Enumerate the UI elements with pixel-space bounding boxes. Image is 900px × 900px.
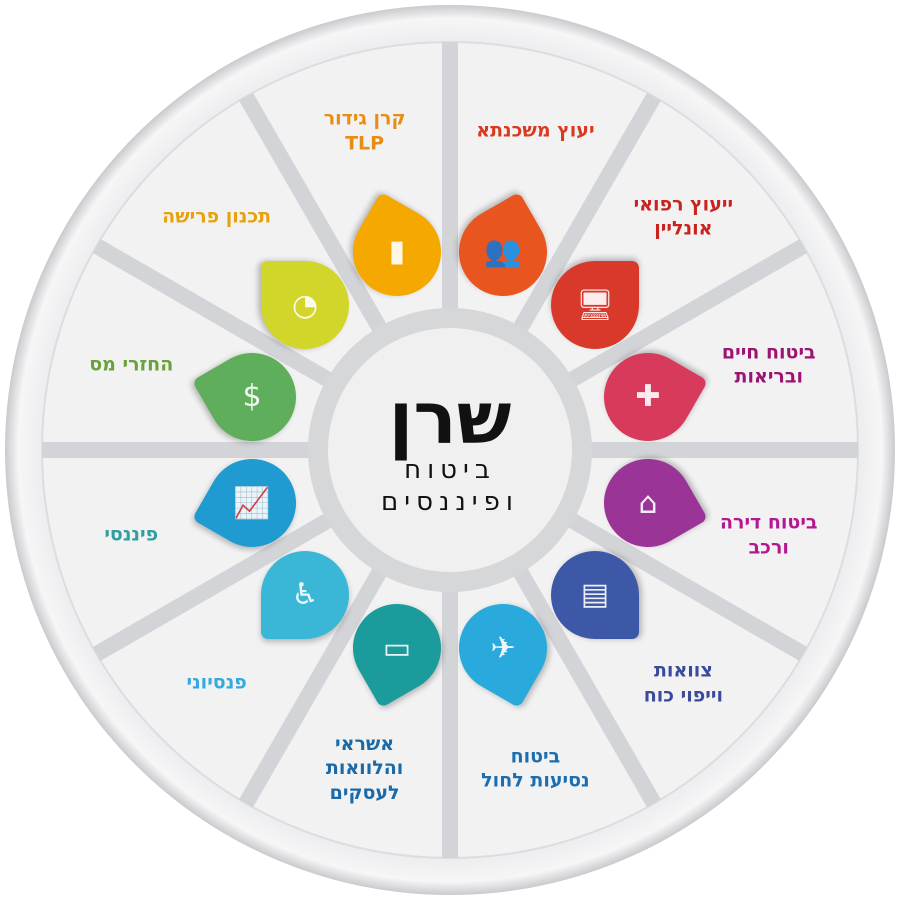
service-label-line: ביטוח דירה xyxy=(719,511,818,534)
spoke xyxy=(567,513,808,661)
service-drop[interactable] xyxy=(261,550,350,639)
gauge-icon: ◔ xyxy=(291,287,319,323)
rocking-chair-icon: ♿ xyxy=(291,577,319,613)
service-label[interactable]: פיננסי xyxy=(46,523,216,548)
service-label-line: פנסיוני xyxy=(186,672,247,694)
service-label-line: וייפוי כוח xyxy=(643,684,723,707)
service-label-line: קרן גידור xyxy=(323,107,406,130)
spoke xyxy=(92,513,333,661)
service-label-line: TLP xyxy=(345,132,385,155)
spoke xyxy=(513,92,661,333)
hub-face xyxy=(328,328,572,572)
house-icon: ⌂ xyxy=(638,485,658,521)
service-label-line: פיננסי xyxy=(104,524,159,547)
service-label-line: ביטוח חיים xyxy=(721,340,816,363)
service-label-line: צוואות xyxy=(653,659,713,682)
spoke xyxy=(567,239,808,387)
service-label[interactable]: יעוץ משכנתא xyxy=(450,119,620,144)
service-label-line: ורכב xyxy=(748,536,789,559)
brand-logo: שרן ביטוח ופיננסים xyxy=(330,330,570,570)
service-label-line: החזרי מס xyxy=(89,353,174,376)
spoke xyxy=(239,92,387,333)
growth-chart-icon: 📈 xyxy=(233,485,271,521)
document-icon: ▤ xyxy=(580,577,610,613)
spokes xyxy=(42,42,858,858)
service-label[interactable]: תכנון פרישה xyxy=(132,204,302,229)
service-label-line: יעוץ משכנתא xyxy=(476,119,595,142)
service-label-line: והלוואות xyxy=(325,757,404,780)
logo-line1: ביטוח xyxy=(404,454,496,485)
service-label-line: לעסקים xyxy=(329,782,400,805)
service-label[interactable]: החזרי מס xyxy=(46,352,216,377)
medical-monitor-icon: 🖥 xyxy=(575,287,614,323)
service-label-line: תכנון פרישה xyxy=(162,205,272,228)
spoke xyxy=(239,567,387,808)
logo-line2: ופיננסים xyxy=(381,487,519,517)
health-cross-icon: ✚ xyxy=(635,379,661,415)
service-label-line: אונליין xyxy=(654,217,713,240)
bar-chart-icon: ▮ xyxy=(388,234,406,270)
service-label-line: ביטוח xyxy=(510,745,561,768)
service-label-line: אשראי xyxy=(335,732,395,755)
service-label-line: נסיעות לחול xyxy=(481,769,590,792)
credit-card-icon: ▭ xyxy=(382,630,412,666)
logo-name: שרן xyxy=(388,375,512,460)
spoke xyxy=(513,567,661,808)
meeting-icon: 👥 xyxy=(484,234,522,270)
money-icon: $ xyxy=(242,379,262,415)
service-label-line: ובריאות xyxy=(734,365,803,388)
spoke xyxy=(92,239,333,387)
service-label-line: ייעוץ רפואי xyxy=(633,192,734,215)
service-label[interactable]: פנסיוני xyxy=(132,671,302,696)
airplane-icon: ✈ xyxy=(490,630,516,666)
